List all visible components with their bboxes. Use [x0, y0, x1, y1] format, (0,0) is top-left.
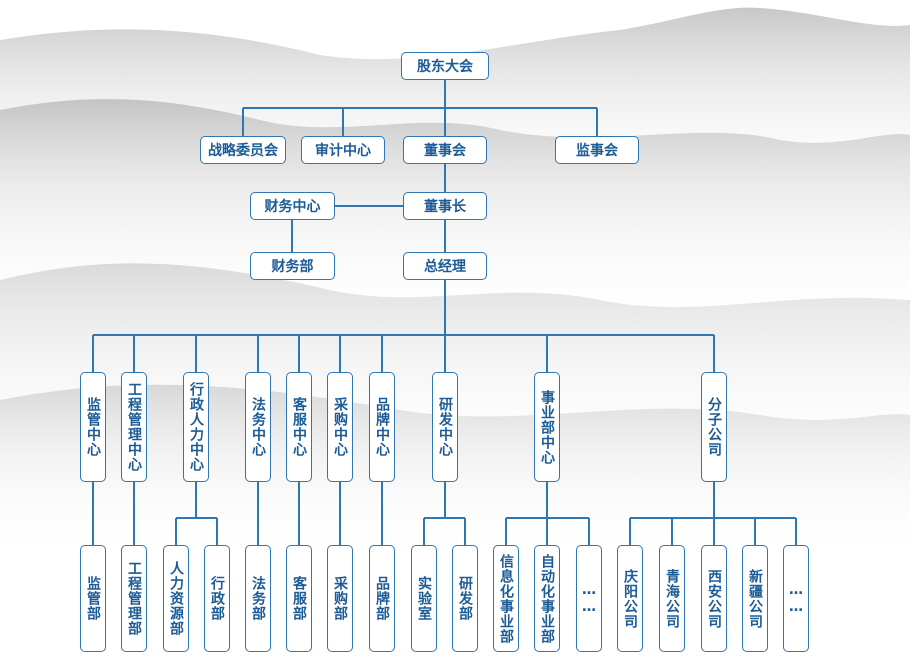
node-dept-engineering: 工程管理部: [121, 545, 147, 652]
node-center-admin-hr: 行政人力中心: [183, 372, 209, 482]
node-finance-center: 财务中心: [250, 192, 335, 220]
node-shareholders: 股东大会: [401, 52, 489, 80]
node-dept-xinjiang: 新疆公司: [742, 545, 768, 652]
node-board: 董事会: [403, 136, 487, 164]
node-dept-automation-bu: 自动化事业部: [534, 545, 560, 652]
node-center-branches: 分子公司: [701, 372, 727, 482]
node-dept-rd: 研发部: [452, 545, 478, 652]
node-general-manager: 总经理: [403, 252, 487, 280]
node-center-business-units: 事业部中心: [534, 372, 560, 482]
node-strategy-committee: 战略委员会: [200, 136, 286, 164]
node-center-engineering: 工程管理中心: [121, 372, 147, 482]
node-dept-procurement: 采购部: [327, 545, 353, 652]
node-dept-legal: 法务部: [245, 545, 271, 652]
node-dept-admin: 行政部: [204, 545, 230, 652]
node-dept-qinghai: 青海公司: [659, 545, 685, 652]
node-dept-qingyang: 庆阳公司: [617, 545, 643, 652]
node-dept-it-bu: 信息化事业部: [493, 545, 519, 652]
node-center-legal: 法务中心: [245, 372, 271, 482]
node-dept-customer-service: 客服部: [286, 545, 312, 652]
node-center-brand: 品牌中心: [369, 372, 395, 482]
node-dept-lab: 实验室: [411, 545, 437, 652]
node-chairman: 董事长: [403, 192, 487, 220]
node-center-rd: 研发中心: [432, 372, 458, 482]
node-center-procurement: 采购中心: [327, 372, 353, 482]
node-center-supervision: 监管中心: [80, 372, 106, 482]
node-dept-brand: 品牌部: [369, 545, 395, 652]
node-dept-xian: 西安公司: [701, 545, 727, 652]
node-center-customer-service: 客服中心: [286, 372, 312, 482]
node-finance-dept: 财务部: [250, 252, 335, 280]
node-dept-hr: 人力资源部: [163, 545, 189, 652]
node-audit-center: 审计中心: [301, 136, 385, 164]
node-dept-supervision: 监管部: [80, 545, 106, 652]
node-dept-bu-more: ……: [576, 545, 602, 652]
node-dept-branch-more: ……: [783, 545, 809, 652]
node-supervisory-board: 监事会: [555, 136, 639, 164]
